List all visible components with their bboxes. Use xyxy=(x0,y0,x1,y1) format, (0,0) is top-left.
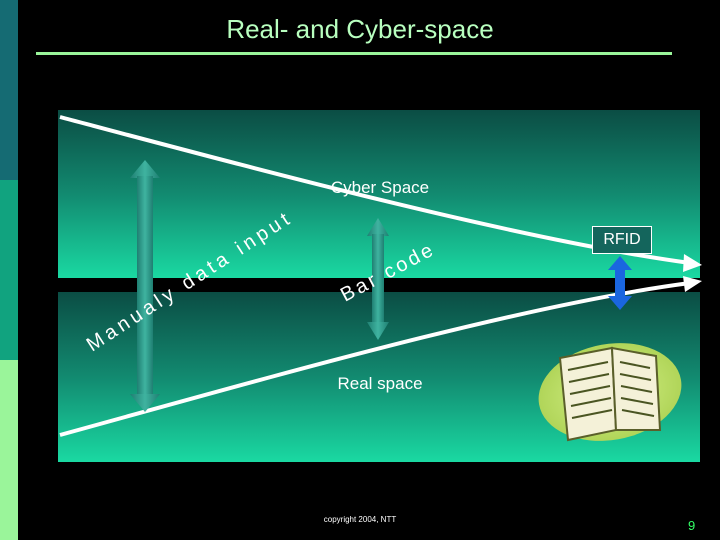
cyber-space-label: Cyber Space xyxy=(330,178,430,197)
page-number: 9 xyxy=(688,518,696,533)
copyright-notice: copyright 2004, NTT xyxy=(323,515,397,524)
sidebar-strip-top xyxy=(0,0,18,180)
title-underline xyxy=(36,52,672,55)
real-space-curve xyxy=(59,281,691,437)
rfid-label: RFID xyxy=(592,226,652,254)
rfid-arrow xyxy=(608,256,632,310)
manual-input-arrow xyxy=(130,160,160,412)
real-space-arrowhead xyxy=(683,276,702,292)
book-icon xyxy=(538,343,682,442)
sidebar-strip-middle xyxy=(0,180,18,360)
barcode-arrow xyxy=(367,218,389,340)
slide-title: Real- and Cyber-space xyxy=(226,14,494,44)
real-space-label: Real space xyxy=(337,374,423,393)
sidebar-strip-bottom xyxy=(0,360,18,540)
cyber-space-arrowhead xyxy=(683,254,702,272)
